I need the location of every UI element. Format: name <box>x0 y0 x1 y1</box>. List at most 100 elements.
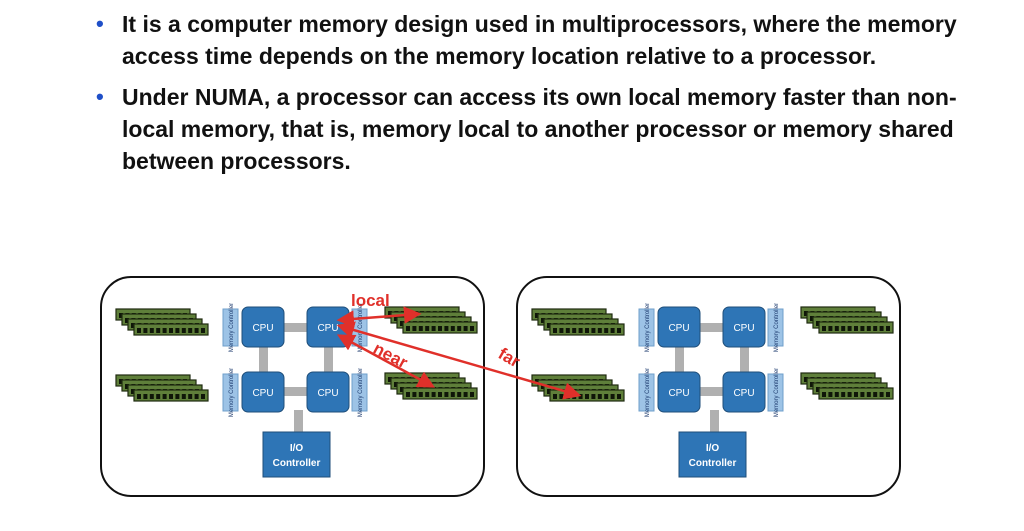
dimm-chip <box>847 392 852 397</box>
far-access-arrow <box>336 321 582 400</box>
io-controller-label: I/O <box>706 443 720 454</box>
memory-controller-box <box>767 373 784 412</box>
dimm-chip <box>143 328 148 333</box>
cpu-label: CPU <box>317 323 338 334</box>
io-controller-box <box>262 431 331 478</box>
io-controller: I/O Controller <box>678 431 747 478</box>
dimm-chip <box>873 326 878 331</box>
dimm-chip <box>816 387 820 392</box>
cpu-label: CPU <box>733 323 754 334</box>
dimm-chip <box>412 326 417 331</box>
dimm-chip <box>194 394 199 399</box>
io-controller-box <box>678 431 747 478</box>
dimm-chip <box>879 326 884 331</box>
dimm-chip <box>201 394 205 399</box>
dimm-chip <box>572 328 577 333</box>
cpu-node: CPU <box>657 306 701 348</box>
cpu-label: CPU <box>733 388 754 399</box>
cpu-node: CPU <box>657 371 701 413</box>
dimm-chip <box>125 384 129 389</box>
cpu-box <box>722 306 766 348</box>
cpu-label: CPU <box>252 388 273 399</box>
local-access-arrow <box>336 306 422 328</box>
dimm-chip <box>854 326 858 331</box>
dimm-chip <box>585 394 589 399</box>
cpu-node: CPU <box>306 371 350 413</box>
cpu-box <box>722 371 766 413</box>
io-controller-label: Controller <box>689 458 737 469</box>
dimm-chip <box>822 392 826 397</box>
local-label: local <box>351 291 390 310</box>
dimm-chip <box>841 326 846 331</box>
dimm-chip <box>156 328 161 333</box>
dimm-chip <box>854 392 858 397</box>
bullet-list: • It is a computer memory design used in… <box>96 8 996 186</box>
interconnect-bar <box>294 410 303 434</box>
dimm-chip <box>463 392 468 397</box>
dimm-chip <box>463 326 468 331</box>
dimm-chip <box>553 328 557 333</box>
dimm-chip <box>169 328 173 333</box>
dimm-chip <box>810 382 814 387</box>
dimm-chip <box>188 394 193 399</box>
dimm-chip <box>450 392 455 397</box>
cpu-label: CPU <box>252 323 273 334</box>
dimm-chip <box>470 326 474 331</box>
dimm-chip <box>406 326 410 331</box>
dimm-chip <box>156 394 161 399</box>
interconnect-bar <box>710 410 719 434</box>
cpu-node: CPU <box>722 371 766 413</box>
memory-controller-label: Memory Controller <box>774 368 780 417</box>
dimm-chip <box>597 394 602 399</box>
dimm-chip <box>804 311 808 316</box>
dimm-chip <box>137 394 141 399</box>
dimm-chip <box>617 328 621 333</box>
dimm-chip <box>188 328 193 333</box>
interconnect-bar <box>284 387 310 396</box>
interconnect-bar <box>259 345 268 373</box>
bullet-dot-icon: • <box>96 11 104 36</box>
dimm-chip <box>565 394 570 399</box>
bullet-item-numa-definition: • It is a computer memory design used in… <box>96 8 996 72</box>
memory-controller: Memory Controller <box>351 368 368 417</box>
interconnect-bar <box>284 323 310 332</box>
memory-controller-label: Memory Controller <box>229 368 235 417</box>
dimm-chip <box>162 328 167 333</box>
memory-controller: Memory Controller <box>767 368 784 417</box>
cpu-node: CPU <box>722 306 766 348</box>
dimm-chip <box>834 326 839 331</box>
memory-controller: Memory Controller <box>767 303 784 352</box>
dimm-chip <box>591 328 596 333</box>
dimm-chip <box>834 392 839 397</box>
cpu-label: CPU <box>668 323 689 334</box>
memory-controller-label: Memory Controller <box>645 368 651 417</box>
dimm-chip <box>470 392 474 397</box>
dimm-chip <box>457 326 462 331</box>
bullet-dot-icon: • <box>96 84 104 109</box>
dimm-chip <box>131 323 135 328</box>
dimm-chip <box>610 394 615 399</box>
dimm-chip <box>597 328 602 333</box>
memory-controller-label: Memory Controller <box>229 303 235 352</box>
dimm-chip <box>444 392 449 397</box>
dimm-chip <box>553 394 557 399</box>
dimm-chip <box>119 313 123 318</box>
dimm-chip <box>604 394 609 399</box>
dimm-chip <box>406 392 410 397</box>
dimm-chip <box>617 394 621 399</box>
dimm-chip <box>131 389 135 394</box>
dimm-chip <box>879 392 884 397</box>
dimm-chip <box>438 326 442 331</box>
dimm-chip <box>886 326 890 331</box>
dimm-chip <box>565 328 570 333</box>
memory-controller: Memory Controller <box>222 303 239 352</box>
memory-controller-box <box>222 373 239 412</box>
dimm-chip <box>137 328 141 333</box>
io-controller-label: I/O <box>290 443 304 454</box>
dimm-chip <box>610 328 615 333</box>
memory-controller-box <box>638 373 655 412</box>
cpu-label: CPU <box>317 388 338 399</box>
dimm-chip <box>149 328 154 333</box>
